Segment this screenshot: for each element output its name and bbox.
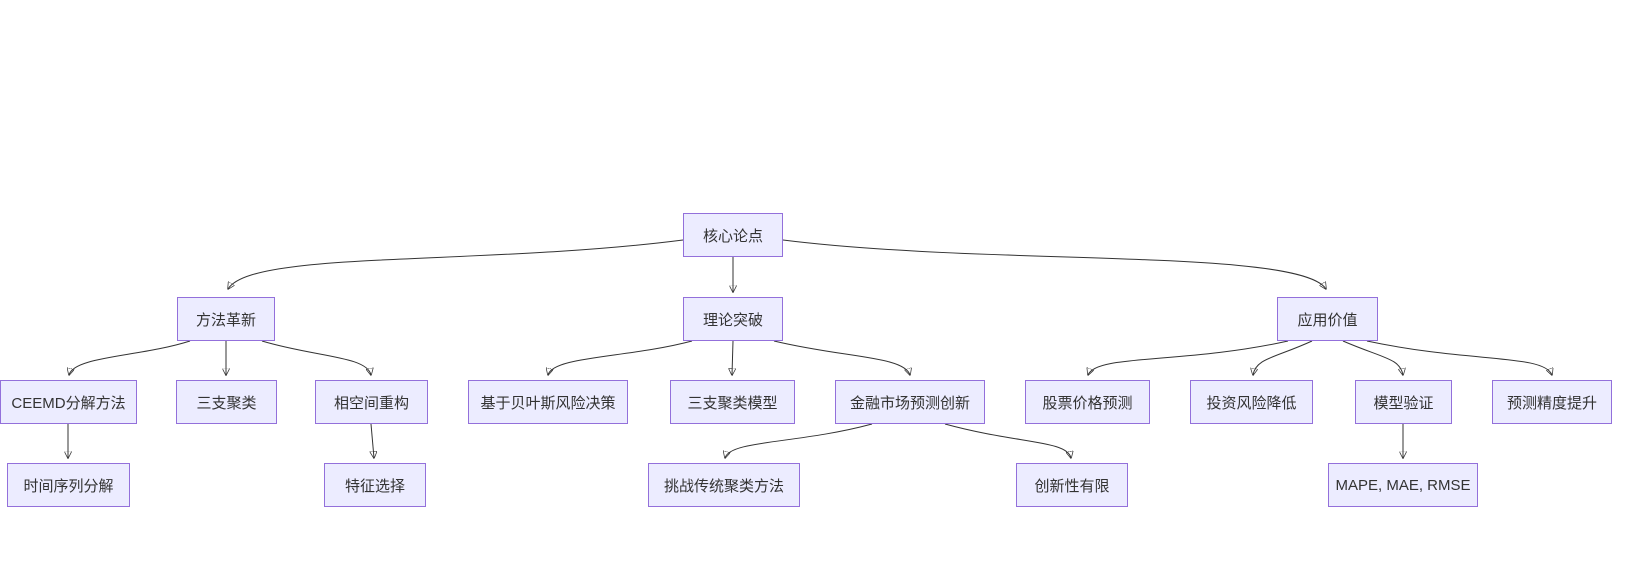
node-phase-space-reconstruction: 相空间重构 [315,380,428,424]
edge-theory-fin-market [773,340,910,375]
edge-fin-market-limited-innov [944,423,1071,458]
node-challenge-traditional-clustering: 挑战传统聚类方法 [648,463,800,507]
node-ceemd-decomposition: CEEMD分解方法 [0,380,137,424]
node-error-metrics: MAPE, MAE, RMSE [1328,463,1478,507]
node-limited-innovation: 创新性有限 [1016,463,1128,507]
node-prediction-accuracy-improvement: 预测精度提升 [1492,380,1612,424]
node-time-series-decomposition: 时间序列分解 [7,463,130,507]
edge-method-ceemd [69,340,191,375]
edge-core-method [228,239,684,289]
node-method-innovation: 方法革新 [177,297,275,341]
edge-theory-bayes [548,340,693,375]
edge-application-invest-risk [1253,340,1313,375]
node-theory-breakthrough: 理论突破 [683,297,783,341]
node-application-value: 应用价值 [1277,297,1378,341]
node-bayesian-risk-decision: 基于贝叶斯风险决策 [468,380,628,424]
node-core-thesis: 核心论点 [683,213,783,257]
edge-fin-market-challenge [725,423,873,458]
node-investment-risk-reduction: 投资风险降低 [1190,380,1313,424]
edge-application-model-valid [1342,340,1403,375]
node-financial-market-forecast-innovation: 金融市场预测创新 [835,380,985,424]
edge-core-application [782,239,1326,289]
edge-method-phase-space [261,340,371,375]
node-three-way-clustering: 三支聚类 [176,380,277,424]
node-feature-selection: 特征选择 [324,463,426,507]
node-three-way-cluster-model: 三支聚类模型 [670,380,795,424]
node-stock-price-prediction: 股票价格预测 [1025,380,1150,424]
node-model-validation: 模型验证 [1355,380,1452,424]
edge-application-stock [1088,340,1289,375]
edge-application-accuracy [1366,340,1552,375]
edge-phase-space-feature-sel [371,423,374,458]
edge-theory-twc-model [732,340,733,375]
